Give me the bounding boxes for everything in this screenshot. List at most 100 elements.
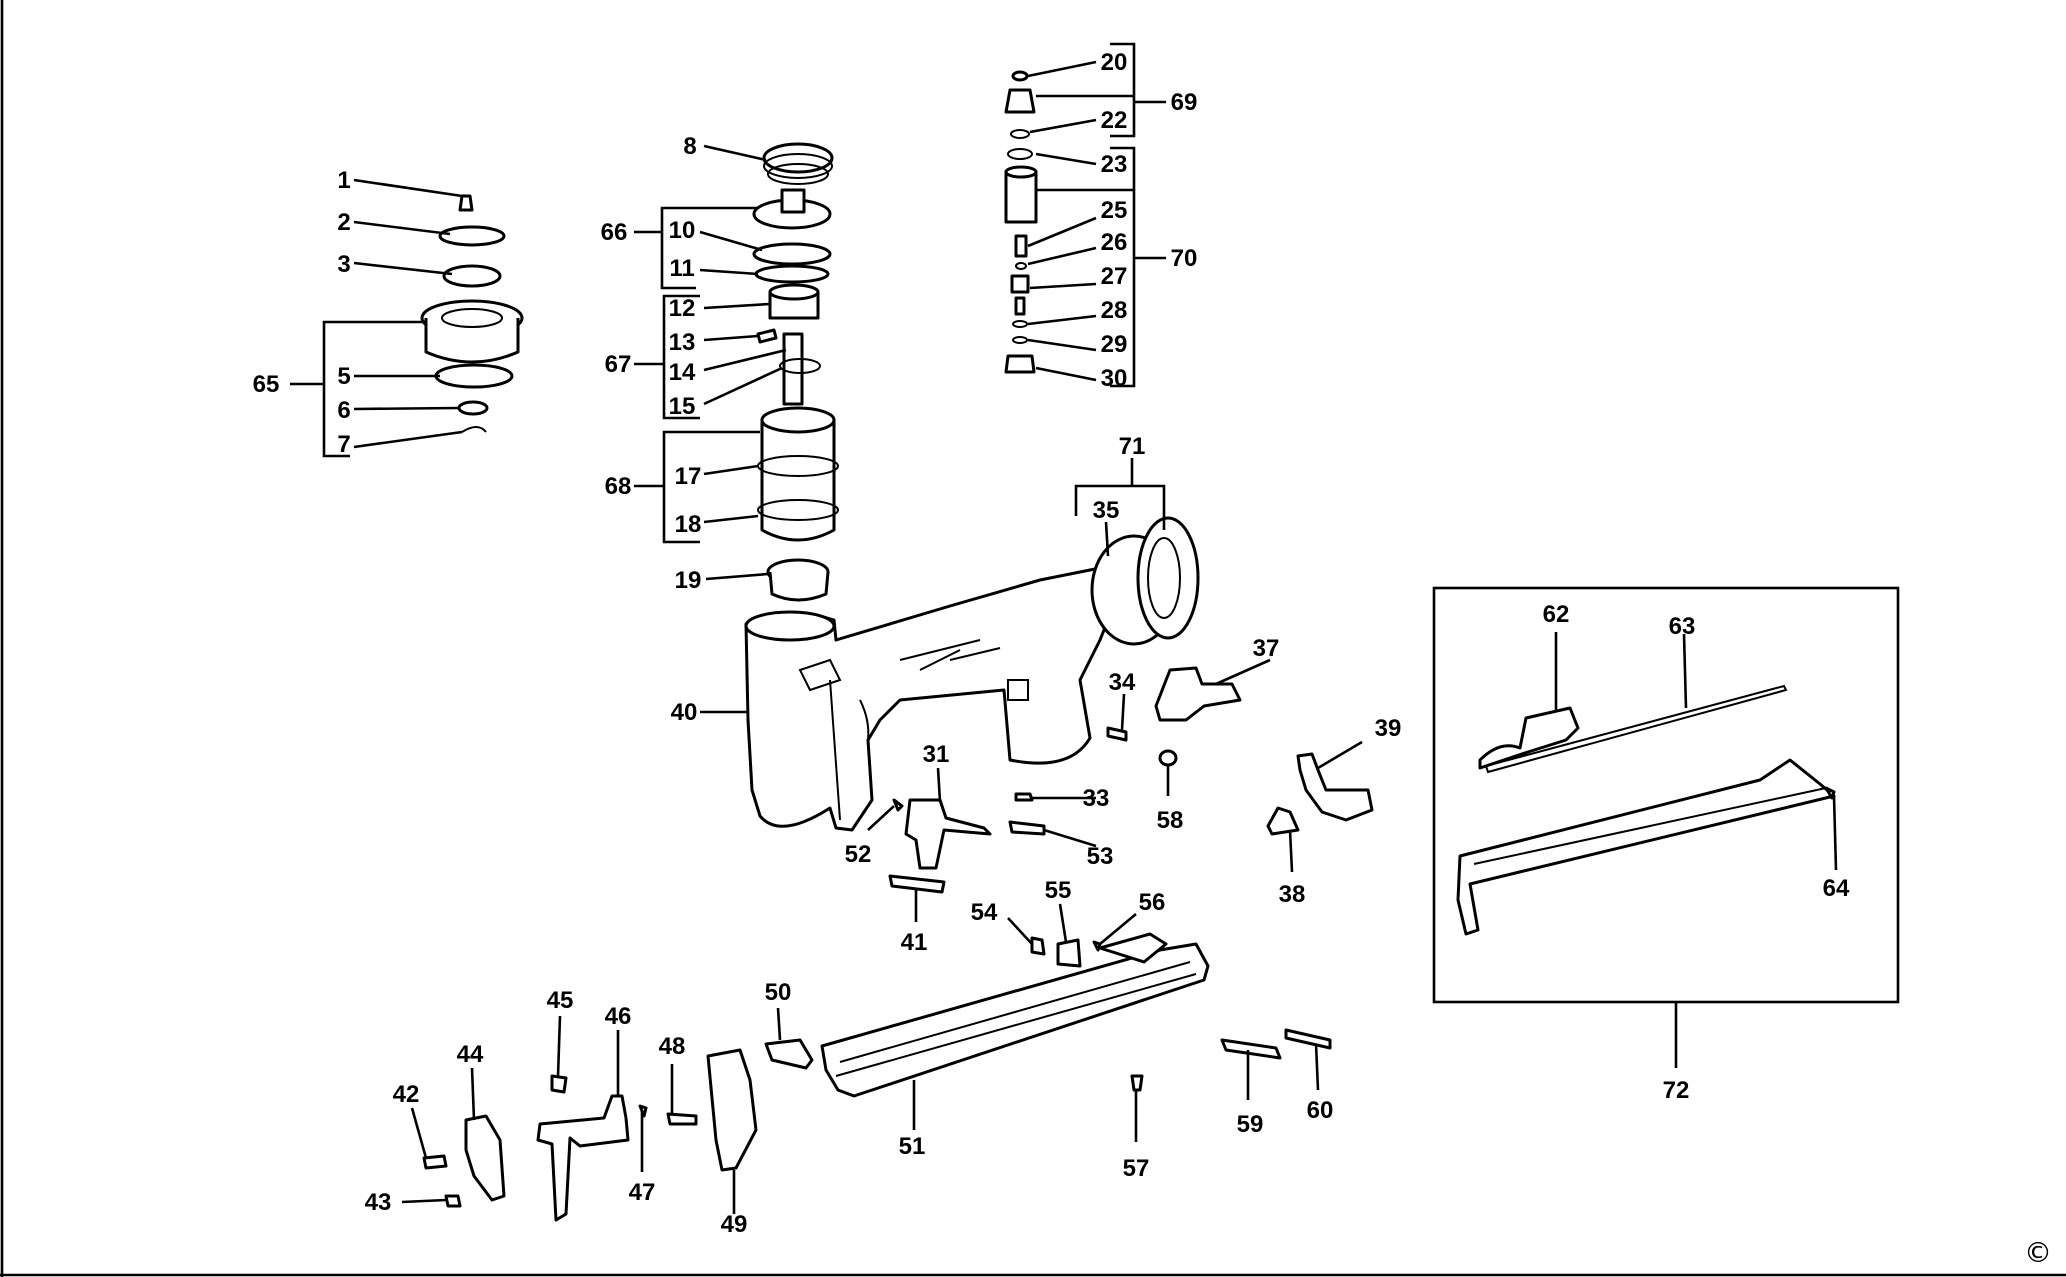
part-label-54: 54 (971, 899, 998, 926)
part-label-18: 18 (675, 511, 702, 538)
part-label-58: 58 (1157, 807, 1184, 834)
part-label-63: 63 (1669, 613, 1696, 640)
part-63-spring-rod (1484, 684, 1788, 774)
part-49-guide (706, 1048, 758, 1172)
part-55-clip (1056, 938, 1082, 968)
detail-box (1432, 586, 1900, 1004)
part-label-41: 41 (901, 929, 928, 956)
part-label-3: 3 (337, 251, 350, 278)
part-15-ring (779, 358, 821, 374)
part-label-5: 5 (337, 363, 350, 390)
part-label-55: 55 (1045, 877, 1072, 904)
body-housing (744, 566, 1122, 832)
part-20-cap (1011, 70, 1029, 82)
part-3-plate (442, 264, 502, 288)
part-label-57: 57 (1123, 1155, 1150, 1182)
part-label-48: 48 (659, 1033, 686, 1060)
part-label-25: 25 (1101, 197, 1128, 224)
part-label-31: 31 (923, 741, 950, 768)
part-label-47: 47 (629, 1179, 656, 1206)
part-label-50: 50 (765, 979, 792, 1006)
part-14-driver (782, 332, 804, 406)
part-18-o-ring (757, 499, 839, 521)
part-58-nut (1158, 749, 1178, 767)
part-label-46: 46 (605, 1003, 632, 1030)
part-label-39: 39 (1375, 715, 1402, 742)
part-label-52: 52 (845, 841, 872, 868)
part-label-27: 27 (1101, 263, 1128, 290)
part-label-7: 7 (337, 431, 350, 458)
tool-body (700, 458, 1200, 832)
part-39-lever (1296, 752, 1374, 822)
part-26-ring (1015, 262, 1027, 270)
part-label-37: 37 (1253, 635, 1280, 662)
part-60-pin (1284, 1028, 1332, 1050)
part-54-screw (1030, 936, 1046, 956)
part-33-pin (1014, 792, 1034, 802)
part-label-65: 65 (253, 371, 280, 398)
part-23-ring (1007, 148, 1033, 160)
cylinder-assembly (634, 142, 839, 602)
part-68-cylinder (760, 418, 836, 542)
part-label-30: 30 (1101, 365, 1128, 392)
piston-stem (780, 188, 806, 214)
part-64-pin (1824, 786, 1836, 800)
part-label-28: 28 (1101, 297, 1128, 324)
part-label-15: 15 (669, 393, 696, 420)
part-label-13: 13 (669, 329, 696, 356)
part-label-69: 69 (1171, 89, 1198, 116)
part-label-11: 11 (669, 255, 694, 282)
part-label-34: 34 (1109, 669, 1136, 696)
part-label-66: 66 (601, 219, 628, 246)
part-label-38: 38 (1279, 881, 1306, 908)
part-1-screw (458, 194, 474, 212)
part-2-plate (438, 225, 506, 247)
part-25-spring (1014, 234, 1028, 258)
part-number-labels: 1235678101112131415171819202223252627282… (253, 49, 1850, 1238)
part-label-71: 71 (1119, 433, 1146, 460)
part-57-pin (1130, 1074, 1144, 1092)
part-label-72: 72 (1663, 1077, 1690, 1104)
part-51-magazine (820, 942, 1210, 1098)
part-label-14: 14 (669, 359, 696, 386)
magazine-assembly (401, 932, 1332, 1222)
part-52-pin (892, 798, 904, 812)
part-27-valve-stem (1010, 274, 1030, 294)
part-label-2: 2 (337, 209, 350, 236)
part-label-40: 40 (671, 699, 698, 726)
part-13-pin (756, 328, 778, 344)
part-46-bracket (536, 1094, 630, 1222)
part-label-23: 23 (1101, 151, 1128, 178)
part-29-ring (1012, 336, 1028, 344)
part-label-59: 59 (1237, 1111, 1264, 1138)
part-label-45: 45 (547, 987, 574, 1014)
part-label-44: 44 (457, 1041, 484, 1068)
part-label-8: 8 (683, 133, 696, 160)
part-label-62: 62 (1543, 601, 1570, 628)
part-label-56: 56 (1139, 889, 1166, 916)
part-37-bracket (1154, 666, 1242, 722)
part-label-22: 22 (1101, 107, 1128, 134)
part-34-pin (1106, 726, 1128, 742)
part-7-clip (461, 426, 487, 433)
cap-body (424, 318, 520, 364)
part-label-49: 49 (721, 1211, 748, 1238)
part-59-pin (1220, 1038, 1282, 1060)
part-69-valve-cap (1004, 88, 1036, 114)
part-label-1: 1 (337, 167, 350, 194)
part-72-magazine-rail (1456, 758, 1836, 936)
part-label-35: 35 (1093, 497, 1120, 524)
part-50-plate (764, 1038, 814, 1070)
part-31-trigger (904, 798, 992, 870)
part-38-latch (1266, 806, 1300, 836)
part-label-6: 6 (337, 397, 350, 424)
cap-assembly (290, 178, 524, 458)
part-label-17: 17 (675, 463, 702, 490)
part-42-screw (422, 1154, 448, 1170)
part-48-screw (666, 1112, 698, 1126)
part-label-70: 70 (1171, 245, 1198, 272)
part-label-26: 26 (1101, 229, 1128, 256)
part-10-ring (752, 242, 832, 266)
part-62-pusher (1478, 706, 1580, 770)
